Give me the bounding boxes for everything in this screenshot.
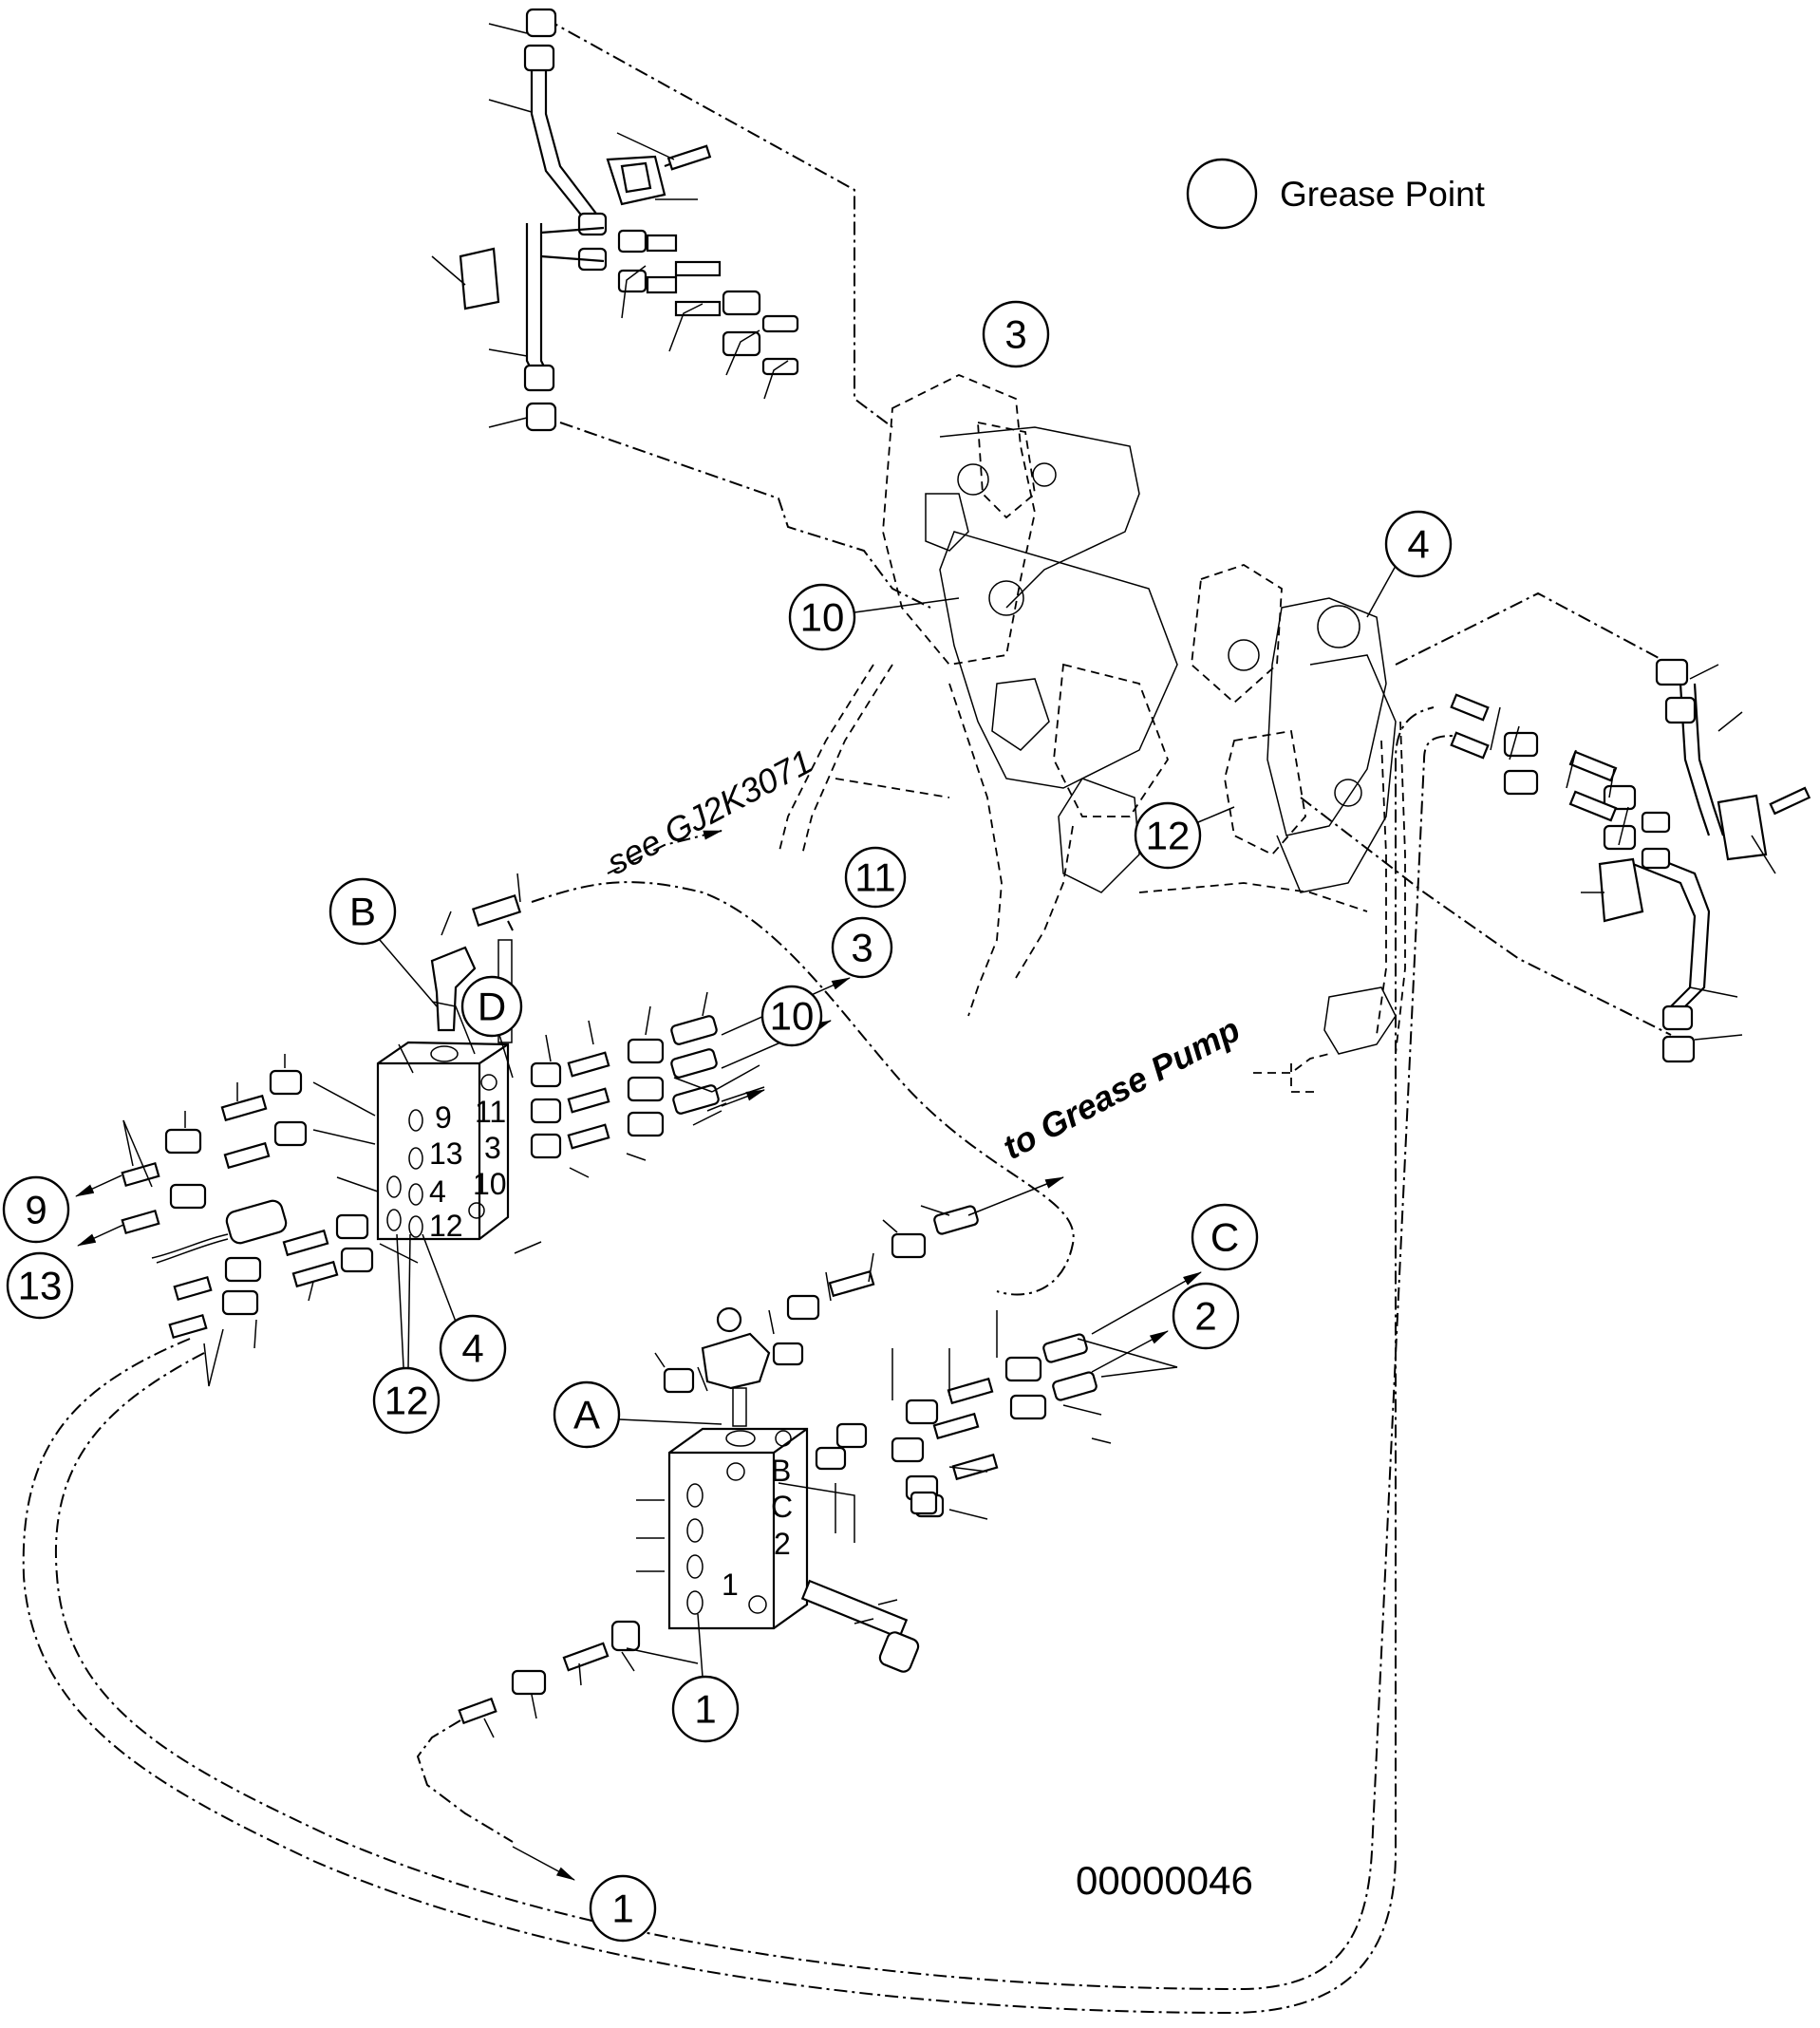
port-label-9: 9 bbox=[435, 1100, 452, 1135]
right-pipe-assembly bbox=[1300, 592, 1811, 1063]
svg-text:10: 10 bbox=[770, 994, 815, 1039]
port-label-13: 13 bbox=[429, 1136, 463, 1171]
svg-text:12: 12 bbox=[385, 1379, 429, 1423]
callout-4-low: 4 bbox=[422, 1233, 507, 1382]
svg-text:2: 2 bbox=[1194, 1294, 1216, 1339]
svg-text:4: 4 bbox=[461, 1326, 483, 1371]
upper-distribution-block: 9 13 4 12 11 3 10 bbox=[121, 873, 722, 1387]
callout-B: B bbox=[328, 877, 438, 1007]
callout-1-bottom: 1 bbox=[589, 1874, 657, 1943]
port-label-1: 1 bbox=[722, 1568, 739, 1602]
callout-12-low: 12 bbox=[372, 1233, 441, 1435]
port-label-12: 12 bbox=[429, 1209, 463, 1243]
svg-text:12: 12 bbox=[1146, 814, 1191, 858]
svg-text:4: 4 bbox=[1407, 522, 1429, 567]
svg-text:1: 1 bbox=[611, 1887, 633, 1931]
callout-3-arrow: 3 bbox=[831, 916, 893, 979]
callout-A: A bbox=[553, 1380, 722, 1449]
callout-2: 2 bbox=[1172, 1282, 1240, 1350]
port-label-11: 11 bbox=[475, 1095, 506, 1129]
callout-9: 9 bbox=[2, 1175, 70, 1244]
callout-10-arrow: 10 bbox=[760, 985, 823, 1047]
svg-text:11: 11 bbox=[854, 855, 896, 900]
svg-text:3: 3 bbox=[1004, 312, 1026, 357]
svg-text:3: 3 bbox=[851, 926, 872, 970]
port-label-B: B bbox=[771, 1454, 791, 1488]
svg-text:C: C bbox=[1210, 1215, 1239, 1260]
svg-text:13: 13 bbox=[18, 1264, 63, 1308]
legend: Grease Point bbox=[1186, 158, 1486, 230]
svg-text:D: D bbox=[478, 985, 506, 1029]
callout-13: 13 bbox=[6, 1251, 74, 1320]
port-label-10: 10 bbox=[473, 1167, 507, 1201]
callout-3-top: 3 bbox=[982, 300, 1050, 368]
callout-4-top: 4 bbox=[1366, 510, 1453, 618]
svg-text:A: A bbox=[573, 1393, 600, 1437]
port-label-4: 4 bbox=[429, 1174, 446, 1209]
see-reference-note: see GJ2K3071 bbox=[601, 742, 819, 882]
grease-point-symbol bbox=[1186, 158, 1258, 230]
lower-distribution-block: B C 2 1 bbox=[416, 1205, 1178, 1843]
svg-text:10: 10 bbox=[800, 595, 845, 640]
hose-loops bbox=[22, 706, 1454, 2015]
machine-frame bbox=[778, 374, 1406, 1093]
callout-11-arrow: 11 bbox=[844, 846, 907, 909]
legend-label: Grease Point bbox=[1280, 175, 1486, 214]
drawing-number: 00000046 bbox=[1076, 1858, 1253, 1903]
flow-arrows bbox=[75, 830, 1202, 1881]
callout-10-top: 10 bbox=[788, 583, 960, 651]
port-label-3: 3 bbox=[484, 1131, 501, 1165]
port-label-2: 2 bbox=[774, 1527, 791, 1561]
svg-text:B: B bbox=[349, 890, 376, 934]
port-label-C: C bbox=[771, 1490, 793, 1524]
to-grease-pump-note: to Grease Pump bbox=[997, 1009, 1247, 1167]
callout-1-block: 1 bbox=[671, 1613, 740, 1743]
callout-D: D bbox=[460, 975, 523, 1079]
callout-12-top: 12 bbox=[1134, 801, 1235, 870]
svg-text:9: 9 bbox=[25, 1188, 47, 1232]
svg-text:1: 1 bbox=[694, 1687, 716, 1732]
callout-C: C bbox=[1191, 1203, 1259, 1271]
upper-pipe-assembly bbox=[431, 8, 931, 609]
